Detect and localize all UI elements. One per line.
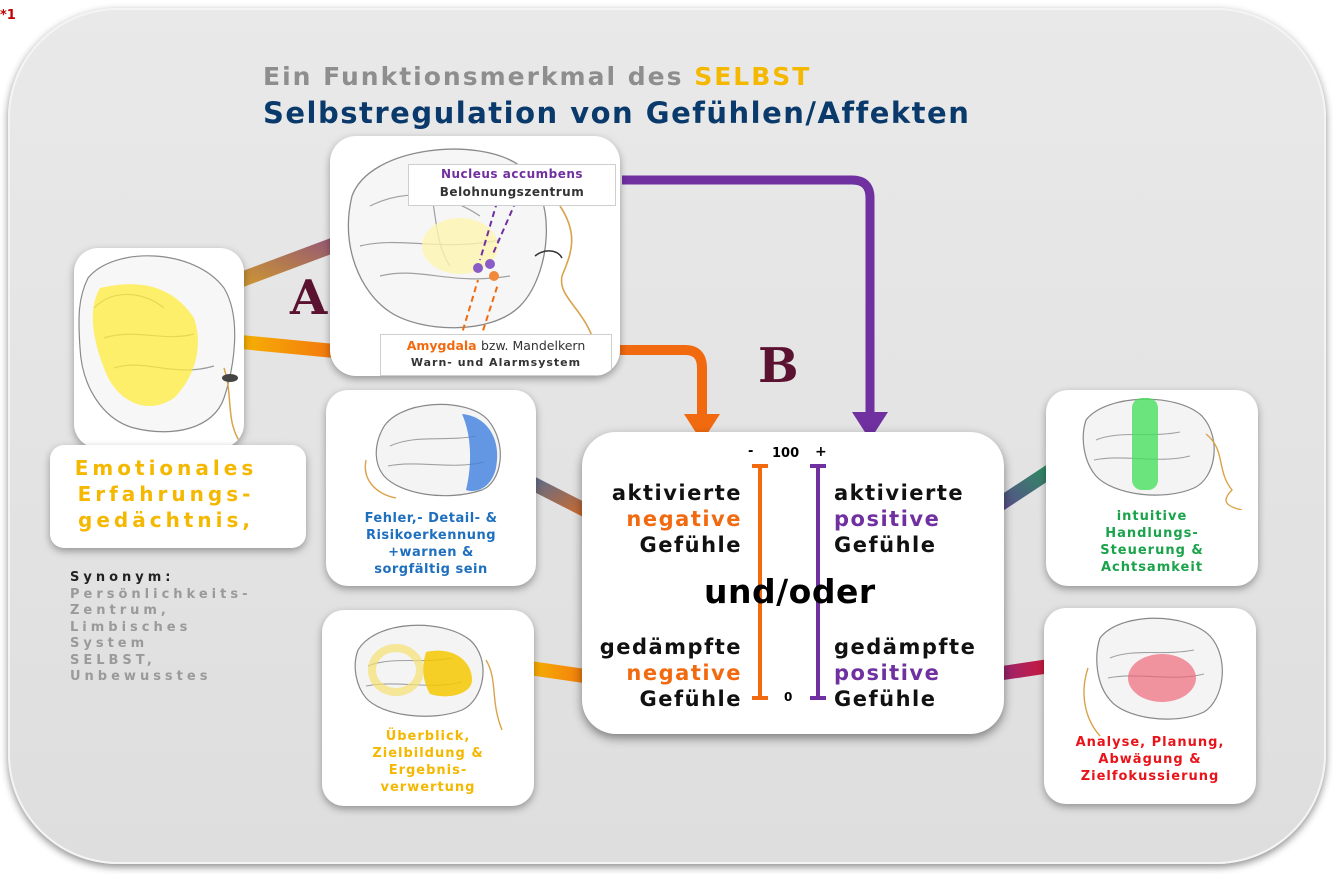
limbic-brain-card: Nucleus accumbens Belohnungszentrum Amyg… — [330, 136, 620, 376]
synonym-block: Synonym: Persönlichkeits- Zentrum, Limbi… — [70, 570, 251, 686]
green-line-1: intuitive — [1116, 509, 1188, 524]
ap-line-3: Gefühle — [834, 533, 937, 557]
red-line-1: Analyse, Planung, — [1075, 735, 1225, 750]
memory-brain-image — [78, 255, 244, 448]
scale-plus: + — [815, 444, 827, 460]
synonym-line-2: Zentrum, — [70, 603, 170, 618]
dp-line-1: gedämpfte — [834, 635, 977, 659]
green-brain-image — [1082, 398, 1243, 511]
memory-line-2: Erfahrungs- — [77, 482, 255, 506]
yellow-outcome-text: Überblick, Zielbildung & Ergebnis- verwe… — [322, 728, 534, 796]
title-line-1: Ein Funktionsmerkmal des SELBST — [263, 62, 811, 91]
synonym-line-4: System — [70, 636, 149, 651]
memory-brain-card — [74, 248, 244, 448]
memory-text-box: Emotionales Erfahrungs- gedächtnis, — [50, 445, 306, 548]
letter-a: A — [290, 270, 328, 326]
blue-line-2: Risikoerkennung — [365, 528, 497, 543]
blue-line-1: Fehler,- Detail- & — [364, 511, 498, 526]
letter-b: B — [758, 338, 799, 394]
synonym-line-1: Persönlichkeits- — [70, 586, 252, 602]
red-brain-card: Analyse, Planung, Abwägung & Zielfokussi… — [1044, 608, 1256, 804]
scale-top-value: 100 — [772, 446, 800, 461]
yellow-brain-image — [354, 624, 503, 731]
arrow-orange-head — [684, 414, 720, 442]
red-brain-image — [1083, 617, 1223, 737]
arrow-b-path — [622, 175, 875, 412]
ap-line-1: aktivierte — [834, 481, 965, 505]
blue-line-3: +warnen & — [388, 545, 474, 560]
red-outcome-text: Analyse, Planung, Abwägung & Zielfokussi… — [1044, 734, 1256, 785]
title-line-2: Selbstregulation von Gefühlen/Affekten — [263, 96, 971, 130]
green-line-2: Handlungs- — [1105, 526, 1199, 541]
activated-negative-block: aktivierte negative Gefühle — [582, 480, 742, 558]
synonym-line-6: Unbewusstes — [70, 669, 212, 684]
yellow-line-2: Zielbildung & — [372, 746, 484, 761]
blue-line-4: sorgfältig sein — [374, 562, 488, 577]
title-highlight-selbst: SELBST — [694, 62, 812, 91]
synonym-line-3: Limbisches — [70, 619, 192, 635]
memory-text: Emotionales Erfahrungs- gedächtnis, — [50, 455, 294, 533]
blue-brain-image — [364, 403, 501, 499]
blue-outcome-text: Fehler,- Detail- & Risikoerkennung +warn… — [326, 510, 536, 578]
arrow-orange-path — [620, 345, 707, 416]
belohnung-label: Belohnungszentrum — [439, 185, 585, 199]
an-line-1: aktivierte — [611, 481, 742, 505]
yellow-brain-card: Überblick, Zielbildung & Ergebnis- verwe… — [322, 610, 534, 806]
synonym-heading: Synonym: — [70, 570, 175, 585]
amygdala-label-line: Amygdala bzw. Mandelkern — [381, 338, 611, 353]
dn-line-2: negative — [626, 661, 742, 685]
red-line-3: Zielfokussierung — [1080, 769, 1220, 784]
und-oder-label: und/oder — [704, 572, 876, 611]
amygdala-label: Amygdala — [406, 338, 477, 353]
amygdala-label-box: Amygdala bzw. Mandelkern Warn- und Alarm… — [380, 334, 612, 376]
title-prefix: Ein Funktionsmerkmal des — [263, 62, 684, 91]
activated-positive-block: aktivierte positive Gefühle — [834, 480, 1004, 558]
ap-line-2: positive — [834, 507, 941, 531]
damped-negative-block: gedämpfte negative Gefühle — [582, 634, 742, 712]
an-line-2: negative — [626, 507, 742, 531]
green-line-4: Achtsamkeit — [1100, 560, 1204, 575]
amygdala-suffix: bzw. Mandelkern — [480, 338, 586, 353]
synonym-line-5: SELBST, — [70, 652, 156, 668]
dn-line-3: Gefühle — [639, 687, 742, 711]
arrow-b-head — [852, 412, 888, 440]
yellow-line-4: verwertung — [380, 780, 476, 795]
red-line-2: Abwägung & — [1098, 752, 1202, 767]
nucleus-label-box: Nucleus accumbens Belohnungszentrum — [408, 164, 616, 206]
damped-positive-block: gedämpfte positive Gefühle — [834, 634, 1004, 712]
memory-line-1: Emotionales — [74, 456, 258, 480]
central-feelings-card: - 100 + 0 aktivierte negative Gefühle ak… — [582, 432, 1004, 734]
green-line-3: Steuerung & — [1100, 543, 1204, 558]
dn-line-1: gedämpfte — [599, 635, 742, 659]
dp-line-2: positive — [834, 661, 941, 685]
an-line-3: Gefühle — [639, 533, 742, 557]
yellow-line-1: Überblick, — [385, 729, 471, 744]
scale-bottom-value: 0 — [784, 690, 793, 704]
yellow-line-3: Ergebnis- — [388, 763, 468, 778]
green-outcome-text: intuitive Handlungs- Steuerung & Achtsam… — [1046, 508, 1258, 576]
warn-label: Warn- und Alarmsystem — [410, 356, 582, 369]
nucleus-label: Nucleus accumbens — [440, 167, 584, 181]
scale-minus: - — [748, 444, 754, 459]
green-brain-card: intuitive Handlungs- Steuerung & Achtsam… — [1046, 390, 1258, 586]
memory-line-3: gedächtnis, — [78, 508, 254, 532]
blue-brain-card: Fehler,- Detail- & Risikoerkennung +warn… — [326, 390, 536, 586]
figure-marker: *1 — [0, 8, 16, 23]
scale-bars — [752, 464, 826, 700]
dp-line-3: Gefühle — [834, 687, 937, 711]
